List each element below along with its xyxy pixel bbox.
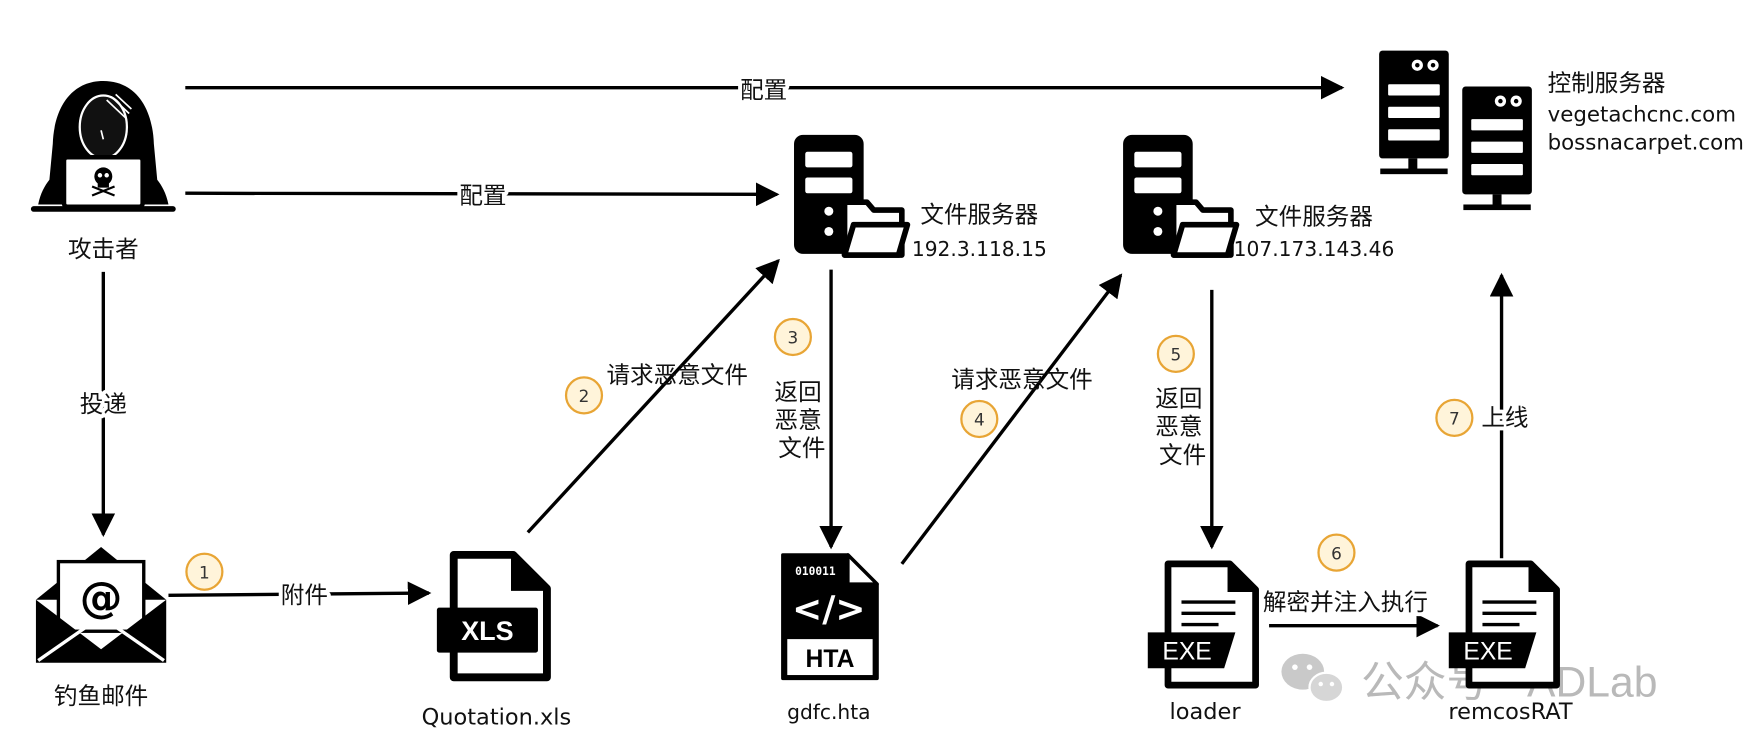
remcos-label: remcosRAT: [1448, 699, 1573, 725]
step-badge: 2: [564, 376, 604, 415]
server-folder-icon: [794, 134, 911, 258]
edge-label-return-1-line: 文件: [778, 434, 825, 462]
c2-title: 控制服务器: [1548, 69, 1666, 97]
hta-file-icon: 010011 </> HTA: [781, 553, 879, 681]
step-badge: 4: [960, 399, 999, 439]
arrow-request-1: [526, 258, 780, 534]
step-badge: 1: [185, 552, 224, 591]
xls-file-icon: XLS: [436, 550, 551, 682]
loader-node: EXE loader: [1147, 560, 1259, 725]
edge-label-return-2-line: 恶意: [1155, 413, 1202, 441]
arrow-attach: [168, 581, 432, 606]
edge-label-config-c2: 配置: [740, 76, 787, 104]
step-number: 3: [788, 328, 799, 348]
step-number: 2: [579, 386, 590, 406]
step-badge: 7: [1435, 398, 1474, 437]
step-number: 5: [1171, 345, 1182, 365]
arrows: [91, 75, 1514, 638]
file-server-2-ip: 107.173.143.46: [1234, 237, 1395, 261]
edge-label-return-2: 返回 恶意 文件: [1155, 385, 1210, 469]
loader-type-label: EXE: [1162, 638, 1211, 665]
edge-label-return-1-line: 返回: [775, 378, 822, 406]
hacker-icon: [30, 80, 176, 212]
file-server-2-node: 文件服务器 107.173.143.46: [1123, 134, 1395, 261]
step-number: 6: [1331, 543, 1342, 563]
edge-label-return-2-line: 返回: [1155, 385, 1202, 413]
server-tower-icon: [1379, 50, 1449, 175]
remcos-node: EXE remcosRAT: [1448, 560, 1573, 725]
file-server-1-ip: 192.3.118.15: [912, 237, 1047, 261]
step-number: 7: [1449, 409, 1460, 429]
hta-file-node: 010011 </> HTA gdfc.hta: [781, 553, 879, 724]
phishing-email-node: @ 钓鱼邮件: [35, 547, 167, 710]
step-number: 1: [199, 562, 210, 582]
exe-file-icon: EXE: [1147, 560, 1259, 689]
email-icon: @: [35, 547, 167, 663]
wechat-icon: [1281, 653, 1345, 704]
phishing-email-label: 钓鱼邮件: [54, 682, 148, 710]
server-folder-icon: [1123, 134, 1240, 258]
edge-label-request-1: 请求恶意文件: [606, 361, 747, 389]
xls-type-label: XLS: [461, 616, 513, 646]
edge-label-return-1-line: 恶意: [775, 406, 822, 434]
c2-node: 控制服务器 vegetachcnc.com bossnacarpet.com: [1379, 50, 1744, 211]
loader-label: loader: [1170, 699, 1242, 725]
remcos-type-label: EXE: [1463, 638, 1512, 665]
server-tower-icon: [1462, 86, 1532, 211]
hta-bits: 010011: [795, 565, 836, 578]
edge-labels: 配置 配置 投递 附件 请求恶意文件 返回 恶意 文件 请求恶意文件 返回 恶意…: [76, 72, 1533, 620]
attacker-label: 攻击者: [68, 235, 139, 263]
hta-type-label: HTA: [806, 646, 855, 673]
edge-label-inject: 解密并注入执行: [1263, 588, 1428, 616]
step-badge: 6: [1317, 533, 1356, 572]
exe-file-icon: EXE: [1448, 560, 1560, 689]
arrow-config-server: [185, 182, 780, 207]
edge-label-return-2-line: 文件: [1159, 441, 1206, 469]
file-server-2-title: 文件服务器: [1255, 203, 1373, 231]
edge-label-config-server: 配置: [459, 181, 506, 209]
arrow-request-2: [900, 273, 1123, 565]
step-badge: 5: [1156, 334, 1195, 373]
hta-file-label: gdfc.hta: [787, 700, 870, 724]
step-number: 4: [974, 410, 985, 430]
xls-file-label: Quotation.xls: [422, 704, 572, 730]
file-server-1-title: 文件服务器: [920, 200, 1038, 228]
c2-domain: bossnacarpet.com: [1548, 130, 1744, 155]
c2-domain: vegetachcnc.com: [1548, 102, 1736, 127]
edge-label-online: 上线: [1481, 404, 1528, 432]
step-badge: 3: [773, 317, 812, 357]
hta-code-symbol: </>: [792, 589, 865, 630]
edge-label-deliver: 投递: [80, 390, 127, 418]
xls-file-node: XLS Quotation.xls: [422, 550, 572, 730]
step-badges: 1 2 3 4 5 6 7: [185, 317, 1474, 591]
edge-label-return-1: 返回 恶意 文件: [775, 378, 830, 462]
email-at-symbol: @: [80, 573, 123, 623]
file-server-1-node: 文件服务器 192.3.118.15: [794, 134, 1047, 261]
edge-label-attach: 附件: [281, 581, 328, 609]
edge-label-request-2: 请求恶意文件: [951, 366, 1092, 394]
attacker-node: 攻击者: [30, 80, 176, 263]
